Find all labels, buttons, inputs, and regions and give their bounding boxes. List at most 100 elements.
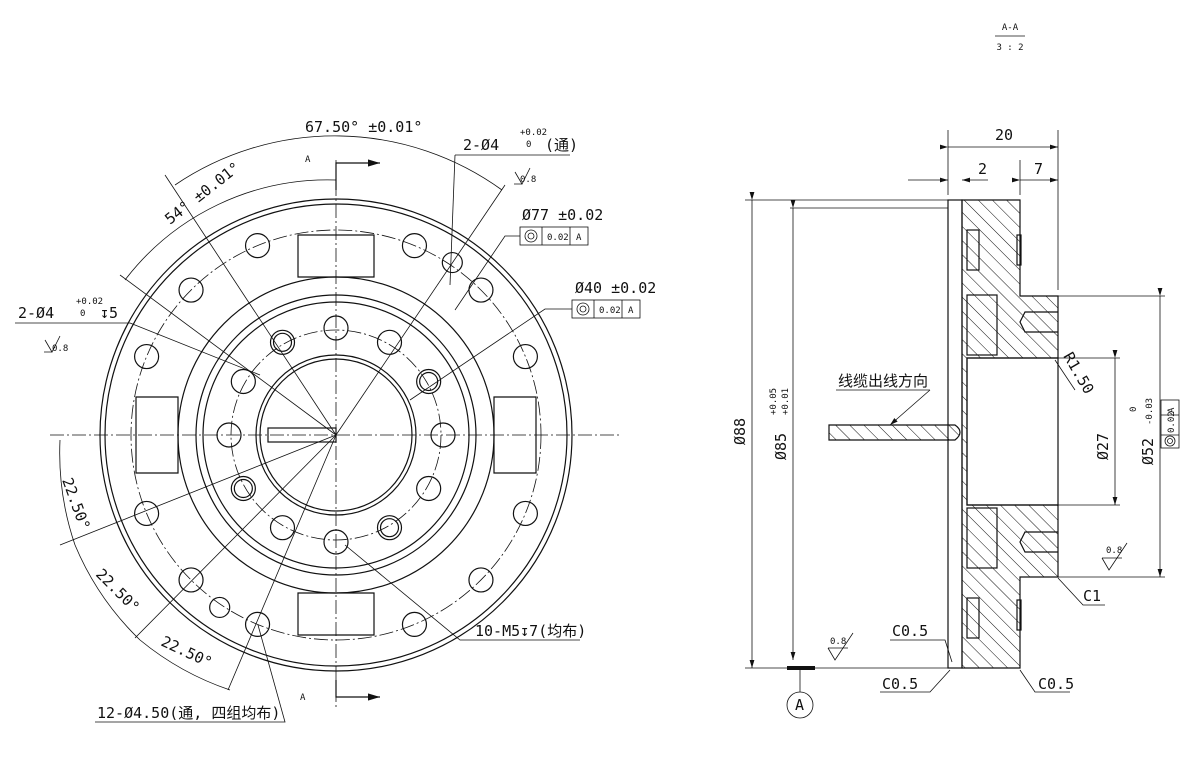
- dia77-tolerance: 0.02: [547, 233, 569, 243]
- angle-extension-lines: [119, 174, 506, 436]
- hole-blind-roughness: 0.8: [52, 344, 68, 354]
- dim-52: Ø52: [1139, 438, 1157, 465]
- radius-leader: [1054, 359, 1076, 391]
- dia40-label: Ø40 ±0.02: [575, 279, 656, 297]
- concentricity-icon: [1164, 435, 1176, 447]
- mounting-hole: [512, 500, 538, 527]
- angle-22-b: 22.50°: [92, 565, 143, 616]
- datum-a: A: [795, 696, 804, 714]
- m5-hole: [376, 329, 403, 355]
- angle-67-arc: [174, 135, 503, 191]
- slots: [135, 234, 537, 636]
- hole-blind-note: 2-Ø4 +0.02 0 ↧5 0.8: [15, 297, 261, 376]
- section-name: A-A: [1002, 23, 1019, 33]
- chamfer-c1: C1: [1083, 587, 1101, 605]
- dim-20: 20: [995, 126, 1013, 144]
- cable: [828, 424, 961, 441]
- mounting-hole: [468, 567, 494, 593]
- m5-note: 10-M5↧7(均布): [344, 544, 586, 641]
- section-scale: 3 : 2: [996, 43, 1023, 53]
- left-dimension-lines: [745, 192, 948, 669]
- mounting-hole: [512, 343, 538, 370]
- hole-through-tol-lower: 0: [526, 140, 531, 150]
- m5-hole: [269, 515, 296, 541]
- dia40-callout: Ø40 ±0.02 0.02 A: [409, 279, 656, 401]
- mounting-hole: [178, 277, 204, 303]
- mounting-hole: [134, 500, 160, 527]
- cable-leader: [836, 389, 931, 426]
- m5-hole: [269, 329, 296, 355]
- hole-through-roughness: 0.8: [520, 175, 536, 185]
- hole-through-suffix: (通): [545, 136, 578, 154]
- chamfer-2-leader: [880, 669, 951, 693]
- section-view: 线缆出线方向 20 2 7 Ø88 Ø85 +0.05 +0.01 Ø27 Ø5…: [731, 126, 1180, 719]
- dim-2: 2: [978, 160, 987, 178]
- cable-note: 线缆出线方向: [838, 372, 928, 390]
- roughness-symbol-icon: [1101, 542, 1128, 571]
- section-marker-top: A: [305, 155, 311, 165]
- concentricity-icon: [576, 302, 590, 316]
- chamfer-3: C0.5: [1038, 675, 1074, 693]
- dim-85: Ø85: [772, 433, 790, 460]
- angle-67-label: 67.50° ±0.01°: [305, 118, 422, 136]
- dim-27: Ø27: [1094, 433, 1112, 460]
- dim-52-tolerance: 0.02: [1167, 411, 1177, 433]
- dia40-datum: A: [628, 306, 634, 316]
- mounting-hole: [401, 233, 428, 259]
- angle-22-dimension-lines: [59, 434, 337, 691]
- hole12-note: 12-Ø4.50(通, 四组均布): [95, 624, 286, 723]
- mounting-hole: [401, 611, 428, 637]
- m5-note-label: 10-M5↧7(均布): [475, 622, 586, 640]
- roughness-2: 0.8: [1106, 546, 1122, 556]
- dim-7: 7: [1034, 160, 1043, 178]
- hole-blind-depth: ↧5: [100, 304, 118, 322]
- dia40-tolerance: 0.02: [599, 306, 621, 316]
- concentricity-icon: [524, 229, 538, 243]
- m5-hole: [376, 515, 403, 541]
- m5-hole-inner: [233, 478, 253, 499]
- m5-hole: [416, 475, 442, 502]
- chamfer-c1-leader: [1057, 577, 1105, 606]
- dia77-label: Ø77 ±0.02: [522, 206, 603, 224]
- hole-through-tol-upper: +0.02: [520, 128, 547, 138]
- mounting-hole: [244, 233, 271, 259]
- dim-52-tol-lower: -0.03: [1145, 398, 1155, 425]
- mounting-hole: [134, 343, 160, 370]
- section-arrow-top: [335, 159, 380, 190]
- mounting-hole: [178, 567, 204, 593]
- hole-blind-tol-upper: +0.02: [76, 297, 103, 307]
- pin-hole: [441, 251, 463, 274]
- roughness-symbol-icon: [44, 335, 61, 353]
- front-view: A A 67.50° ±0.01° 54° ±0.01° 2-Ø4 +0.02 …: [15, 118, 656, 723]
- section-arrow-bottom: [335, 680, 380, 701]
- dim-85-tol-upper: +0.05: [769, 388, 779, 415]
- dim52-tolerance-frame: A 0.02: [1160, 399, 1180, 449]
- chamfer-1-leader: [890, 639, 953, 663]
- dia77-callout: Ø77 ±0.02 0.02 A: [454, 206, 603, 311]
- angle-54-arc: [124, 179, 337, 281]
- section-title: A-A 3 : 2: [995, 23, 1025, 53]
- pin-hole: [209, 596, 231, 619]
- dim-88: Ø88: [731, 418, 749, 445]
- chamfer-1: C0.5: [892, 622, 928, 640]
- angle-22-a: 22.50°: [58, 475, 93, 532]
- mounting-hole: [244, 611, 271, 637]
- m5-hole-inner: [379, 518, 400, 538]
- roughness-1: 0.8: [830, 637, 846, 647]
- roughness-symbol-icon: [827, 632, 854, 661]
- bore: [966, 357, 1059, 506]
- chamfer-3-leader: [1019, 669, 1070, 693]
- hole-blind-tol-lower: 0: [80, 309, 85, 319]
- chamfer-2: C0.5: [882, 675, 918, 693]
- hole-through-note: 2-Ø4 +0.02 0 (通) 0.8: [449, 128, 578, 286]
- angle-22-c: 22.50°: [158, 632, 215, 671]
- hole12-note-label: 12-Ø4.50(通, 四组均布): [97, 704, 280, 722]
- hole-through-label: 2-Ø4: [463, 136, 499, 154]
- m5-hole: [230, 475, 256, 502]
- dim-52-datum: A: [1167, 407, 1177, 413]
- hole-blind-label: 2-Ø4: [18, 304, 54, 322]
- dim-52-tol-upper: 0: [1129, 407, 1139, 412]
- dim-85-tol-lower: +0.01: [781, 388, 791, 415]
